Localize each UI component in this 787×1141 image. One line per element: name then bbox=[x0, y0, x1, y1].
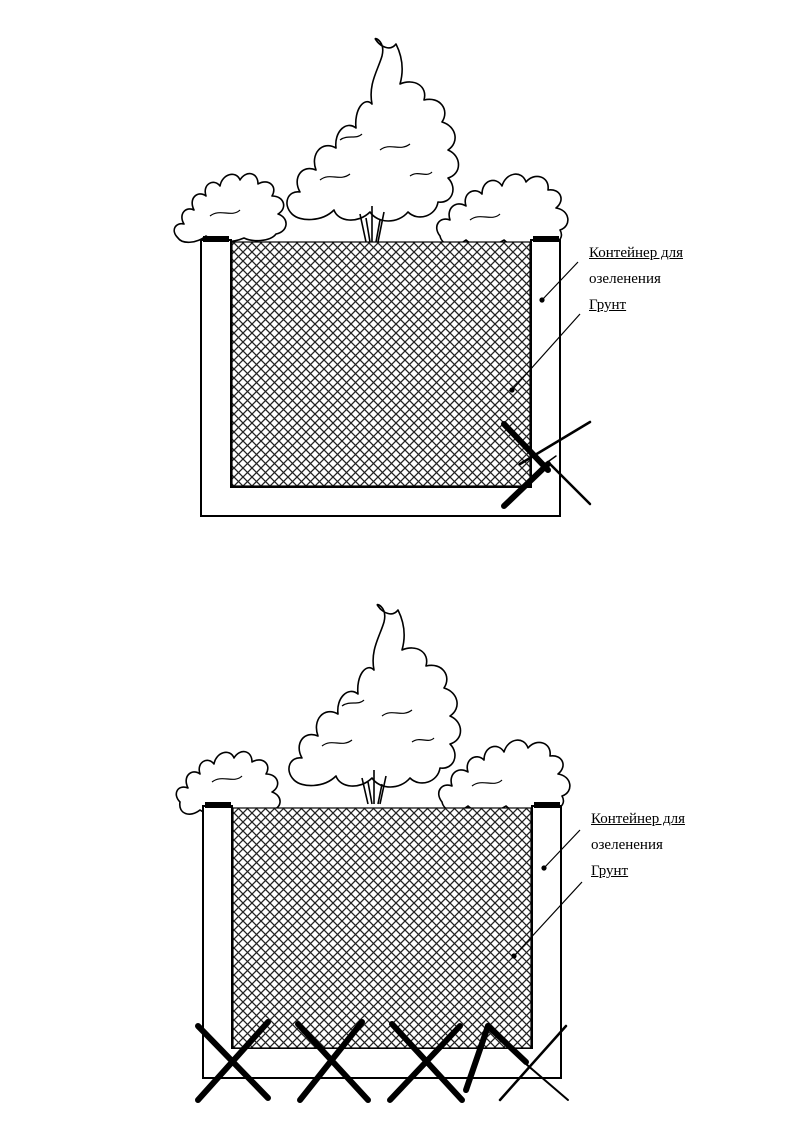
plant-foliage bbox=[173, 37, 569, 248]
leader-lines bbox=[509, 261, 581, 393]
container-label-line2: озеленения bbox=[591, 837, 663, 853]
cross-out-marks bbox=[195, 1019, 569, 1103]
soil-label: Грунт bbox=[589, 297, 627, 313]
container-label-line2: озеленения bbox=[589, 271, 661, 287]
planter-drawing-top bbox=[173, 37, 592, 517]
planter-diagram-top: Контейнер для озеленения Грунт bbox=[0, 0, 787, 560]
soil-fill bbox=[232, 807, 532, 1049]
leader-lines bbox=[511, 829, 583, 959]
container-label-line1: Контейнер для bbox=[589, 245, 683, 261]
cross-out-marks bbox=[501, 420, 592, 509]
planter-diagram-bottom: Контейнер для озеленения Грунт bbox=[0, 570, 787, 1130]
container-label-line1: Контейнер для bbox=[591, 811, 685, 827]
soil-label: Грунт bbox=[591, 863, 629, 879]
planter-drawing-bottom bbox=[175, 603, 583, 1103]
plant-foliage bbox=[175, 603, 571, 818]
soil-fill bbox=[231, 241, 531, 487]
